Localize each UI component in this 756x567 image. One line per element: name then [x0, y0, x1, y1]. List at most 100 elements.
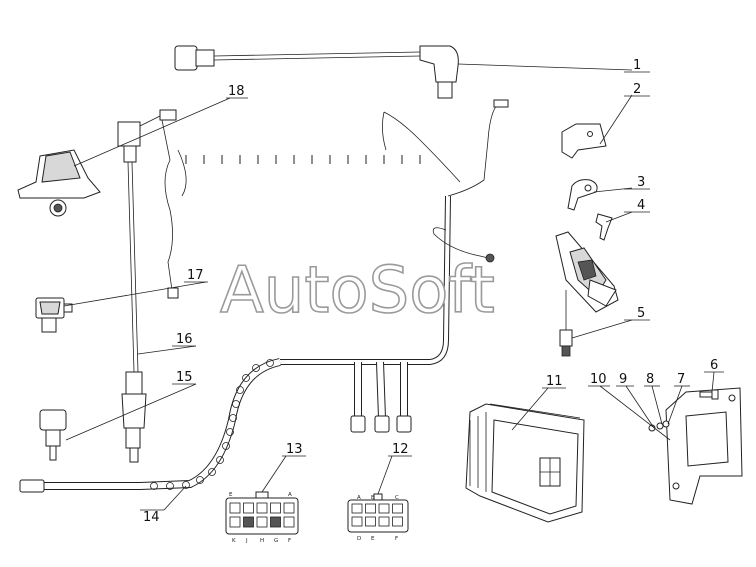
connector12-pin [392, 503, 403, 514]
callout-number: 17 [187, 268, 204, 283]
connector12-pin-label: F [395, 536, 398, 542]
callout-number: 13 [286, 442, 303, 457]
connector12-pin [365, 503, 376, 514]
connector13-pin [283, 516, 295, 528]
part-7-9-fasteners [599, 385, 683, 441]
callout-number: 12 [392, 442, 409, 457]
part-15-oxygen-sensor [39, 371, 197, 463]
connector13-pin [283, 502, 295, 514]
callout-5: 5 [624, 306, 650, 321]
connector13-pin [229, 502, 241, 514]
callout-number: 6 [710, 358, 718, 373]
callout-11: 11 [542, 374, 566, 389]
part-11-ecu [465, 387, 585, 523]
connector12-pin [378, 503, 390, 514]
callout-2: 2 [624, 82, 650, 97]
connector12-pin [351, 516, 363, 527]
connector12-pin-label: D [357, 536, 361, 542]
connector12-pin [365, 516, 376, 527]
harness-band [182, 481, 190, 489]
harness-band [208, 468, 216, 476]
harness-band [252, 364, 260, 372]
connector13-pin-label: G [274, 538, 278, 544]
callout-6: 6 [704, 358, 724, 373]
harness-band [232, 400, 240, 408]
part-3-clip [567, 179, 633, 211]
harness-band [236, 386, 244, 394]
harness-band [150, 482, 158, 490]
callout-13: 13 [282, 442, 306, 457]
harness-band [222, 442, 230, 450]
callout-8: 8 [644, 372, 660, 387]
connector13-pin [270, 516, 281, 528]
callout-3: 3 [624, 175, 650, 190]
callout-number: 8 [646, 372, 654, 387]
harness-band [196, 476, 204, 484]
part-4-clip [595, 211, 633, 241]
harness-band [226, 428, 234, 436]
callout-17: 17 [184, 268, 208, 283]
harness-band [266, 359, 274, 367]
connector12-pin [392, 516, 403, 527]
callout-number: 5 [637, 306, 645, 321]
callout-14: 14 [140, 509, 164, 525]
callout-15: 15 [172, 370, 196, 385]
callout-number: 9 [619, 372, 627, 387]
connector12-pin-label: A [357, 495, 361, 501]
connector13-pin [256, 502, 268, 514]
callout-number: 11 [546, 374, 563, 389]
harness-band [166, 482, 174, 490]
watermark-text: AutoSoft [220, 254, 495, 328]
callout-number: 16 [176, 332, 193, 347]
part-6-bolt [699, 371, 719, 400]
part-17-sensor [35, 281, 207, 333]
part-16-sensor-lead [127, 161, 197, 373]
part-2-bracket [561, 94, 633, 159]
connector13-pin [243, 516, 254, 528]
connector13-pin [243, 502, 254, 514]
connector12-pin-label: E [371, 536, 375, 542]
connector13-pin-label: A [288, 492, 292, 498]
connector13-pin [270, 502, 281, 514]
callout-16: 16 [172, 332, 196, 347]
connector13-pin-label: H [260, 538, 264, 544]
callout-number: 4 [637, 198, 645, 213]
callout-9: 9 [616, 372, 634, 387]
connector12-pin [351, 503, 363, 514]
part-12-connector: A B C D E F [347, 455, 409, 542]
callout-1: 1 [624, 58, 650, 73]
harness-band [216, 456, 224, 464]
connector12-pin-label: C [395, 495, 399, 501]
part-13-connector: E A K J H G F [225, 455, 299, 544]
connector13-pin-label: F [288, 538, 291, 544]
part-1-sensor-cable [174, 45, 633, 99]
callout-10: 10 [588, 372, 610, 387]
connector13-pin-label: E [229, 492, 233, 498]
callout-4: 4 [624, 198, 650, 213]
callout-12: 12 [388, 442, 412, 457]
callout-number: 1 [633, 58, 641, 73]
main-wiring-harness [19, 99, 509, 493]
callout-number: 7 [677, 372, 685, 387]
callout-number: 10 [590, 372, 607, 387]
connector13-pin-label: J [245, 538, 248, 544]
callout-number: 18 [228, 84, 245, 99]
callout-number: 14 [143, 510, 160, 525]
connector12-pin-label: B [371, 495, 375, 501]
callout-number: 2 [633, 82, 641, 97]
connector12-pin [378, 516, 390, 527]
callout-number: 3 [637, 175, 645, 190]
part-5-accelerator-pedal [555, 231, 633, 357]
connector13-pin [256, 516, 268, 528]
callout-18: 18 [226, 84, 248, 99]
harness-band [229, 414, 237, 422]
callout-7: 7 [674, 372, 690, 387]
callout-number: 15 [176, 370, 193, 385]
connector13-pin-label: K [232, 538, 236, 544]
part-10-mounting-plate [665, 387, 743, 505]
part-14-leader [163, 485, 187, 511]
harness-band [242, 374, 250, 382]
connector13-pin [229, 516, 241, 528]
